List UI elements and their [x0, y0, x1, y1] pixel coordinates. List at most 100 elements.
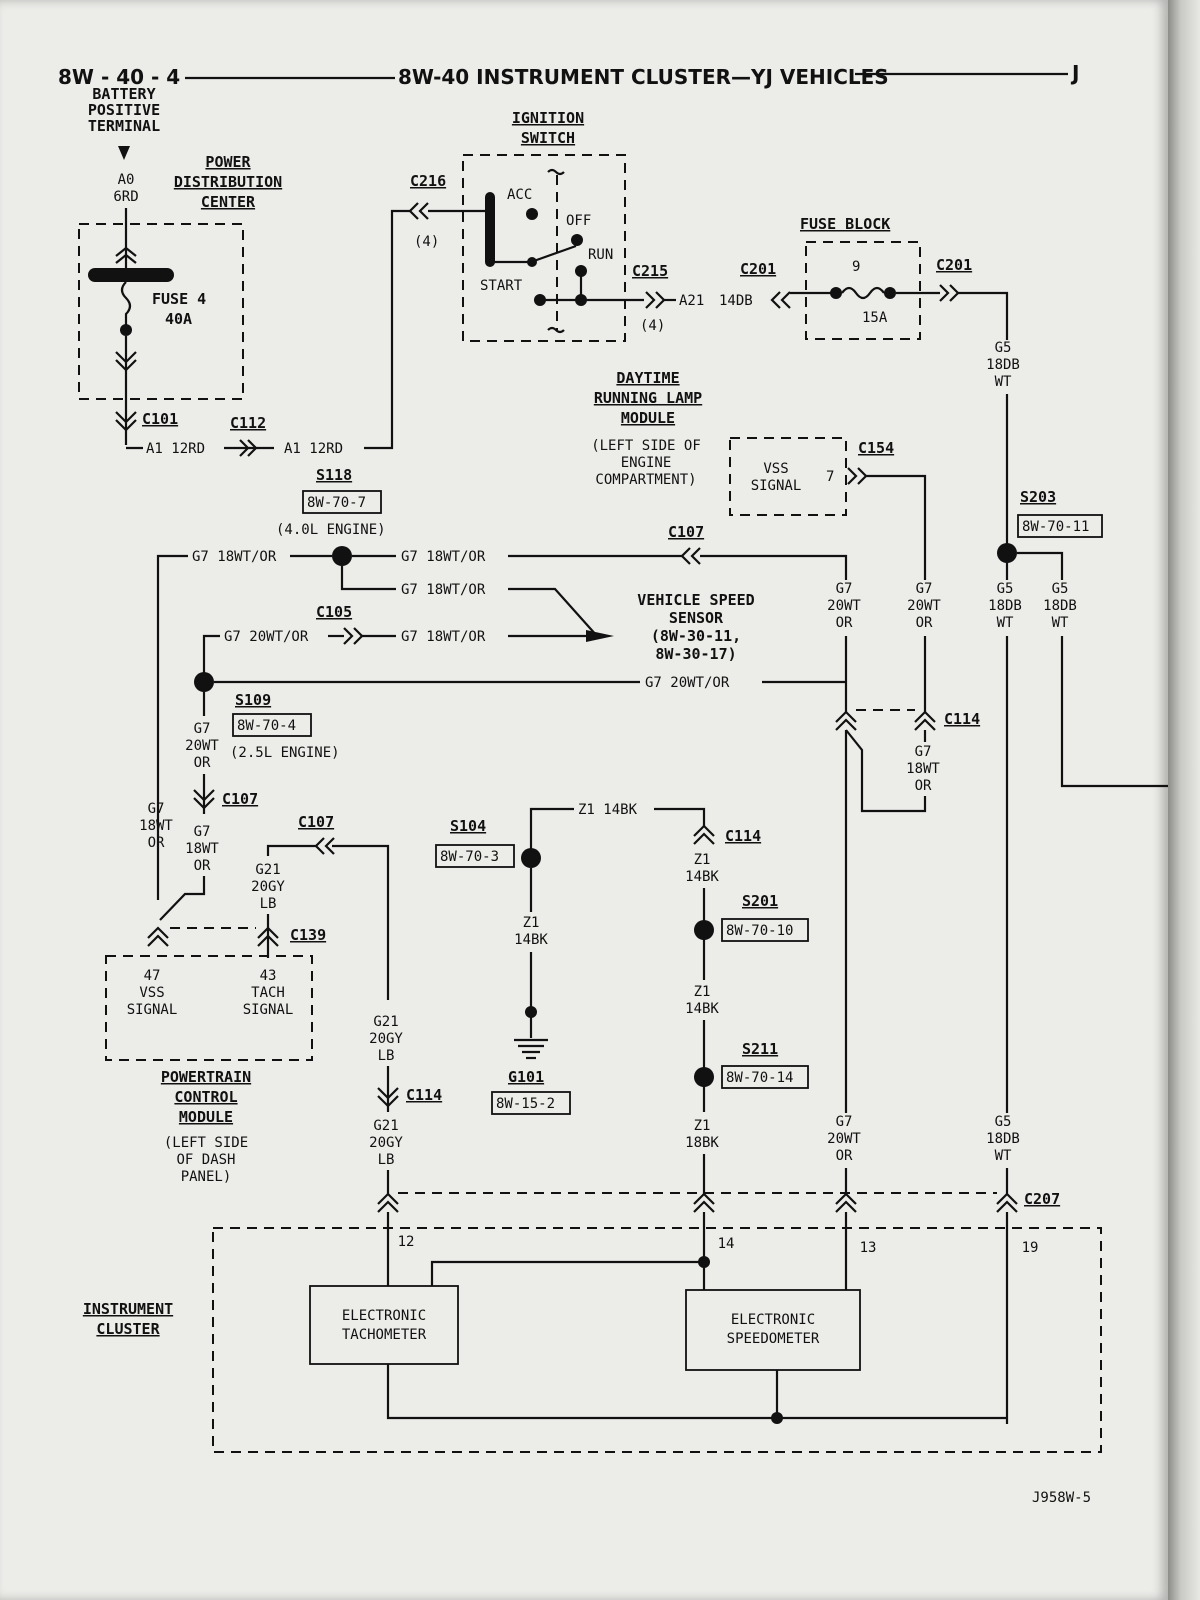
c114-z1-connector: [693, 824, 715, 845]
s118-label: S118: [316, 466, 352, 484]
svg-text:20WT: 20WT: [827, 598, 861, 614]
svg-text:18DB: 18DB: [1043, 598, 1077, 614]
page-edge: [1168, 0, 1200, 1600]
svg-text:G7: G7: [194, 824, 211, 840]
g7-c107-to-pcm: [159, 876, 206, 921]
g5-wire-label-top: G5 18DB WT: [986, 340, 1020, 390]
g21-pcm-wire-label: G21 20GY LB: [251, 862, 285, 912]
g5-branch-right: [1017, 551, 1064, 580]
c201-out-label: C201: [936, 256, 972, 274]
svg-text:INSTRUMENT: INSTRUMENT: [83, 1300, 173, 1318]
wire-g7-20-long: G7 20WT/OR: [645, 675, 730, 691]
c201-in-label: C201: [740, 260, 776, 278]
c215-label: C215: [632, 262, 668, 280]
svg-text:18DB: 18DB: [986, 1131, 1020, 1147]
c112-connector: [239, 439, 258, 457]
svg-text:G7: G7: [148, 801, 165, 817]
svg-text:POWERTRAIN: POWERTRAIN: [161, 1068, 251, 1086]
page-title: 8W-40 INSTRUMENT CLUSTER—YJ VEHICLES: [398, 65, 889, 89]
c101-label: C101: [142, 410, 178, 428]
g7-pcm-wire-left: [156, 554, 188, 900]
svg-text:OF DASH: OF DASH: [176, 1152, 235, 1168]
svg-text:LB: LB: [378, 1048, 395, 1064]
svg-text:Z1: Z1: [694, 984, 711, 1000]
speedometer-label-line1: ELECTRONIC: [731, 1312, 815, 1328]
g21-wire-label-bottom: G21 20GY LB: [369, 1118, 403, 1168]
c201-out-connector: [939, 284, 960, 302]
c201-in-connector: [770, 291, 791, 309]
c216-cavity: (4): [414, 234, 439, 250]
svg-text:WT: WT: [995, 374, 1012, 390]
svg-text:18WT: 18WT: [906, 761, 940, 777]
wire-g7-18-left: G7 18WT/OR: [192, 549, 277, 565]
wire-a1-left: A1 12RD: [146, 441, 205, 457]
pdc-out-connector: [115, 351, 137, 372]
svg-text:VEHICLE SPEED: VEHICLE SPEED: [637, 591, 754, 609]
wire-a21-gauge: 14DB: [719, 293, 753, 309]
svg-text:20WT: 20WT: [907, 598, 941, 614]
wire-g7-20-c105: G7 20WT/OR: [224, 629, 309, 645]
g21-wire-label-mid: G21 20GY LB: [369, 1014, 403, 1064]
svg-text:OR: OR: [148, 835, 165, 851]
svg-text:(LEFT SIDE OF: (LEFT SIDE OF: [591, 438, 701, 454]
ground-symbol: [514, 1038, 548, 1060]
z1-18-wire-label: Z1 18BK: [685, 1118, 719, 1151]
svg-text:18BK: 18BK: [685, 1135, 719, 1151]
c114-g7-cluster-connector: [835, 710, 857, 731]
pin14-to-tach: [430, 1260, 704, 1286]
fuse-block-outline: [805, 241, 921, 340]
c114-g7-drl-connector: [914, 710, 936, 731]
c105-connector: [343, 627, 364, 645]
g7-c107-wire-label: G7 18WT OR: [185, 824, 219, 874]
svg-text:18WT: 18WT: [185, 841, 219, 857]
svg-text:14BK: 14BK: [514, 932, 548, 948]
svg-text:POWER: POWER: [205, 153, 251, 171]
pcm-outline: [105, 955, 313, 1061]
pcm-location: (LEFT SIDE OF DASH PANEL): [164, 1135, 248, 1185]
svg-text:18DB: 18DB: [986, 357, 1020, 373]
cluster-pin-13: 13: [860, 1240, 877, 1256]
wire-z1-14: Z1 14BK: [578, 802, 638, 818]
c139-vss-connector: [147, 926, 169, 947]
svg-text:G21: G21: [373, 1118, 398, 1134]
svg-text:TERMINAL: TERMINAL: [88, 117, 160, 135]
svg-text:WT: WT: [995, 1148, 1012, 1164]
g5-wire-offpage: [1060, 636, 1168, 788]
fuse-9-in: [830, 287, 842, 299]
return-node: [771, 1412, 783, 1424]
g7-crossover-wire: [845, 729, 927, 813]
figure-id: J958W-5: [1032, 1490, 1091, 1506]
s104-ref: 8W-70-3: [440, 849, 499, 865]
pcm-pin-43: 43: [260, 968, 277, 984]
svg-text:LB: LB: [260, 896, 277, 912]
g7-drl-wire-label: G7 20WT OR: [907, 581, 941, 631]
page-ref: 8W - 40 - 4: [58, 65, 180, 89]
s118-note: (4.0L ENGINE): [276, 522, 386, 538]
g101-label: G101: [508, 1068, 544, 1086]
svg-text:20GY: 20GY: [369, 1135, 403, 1151]
c154-connector: [847, 467, 868, 485]
s211-splice: [694, 1067, 714, 1087]
s203-splice: [997, 543, 1017, 563]
c114-z1-label: C114: [725, 827, 761, 845]
s118-ref: 8W-70-7: [307, 495, 366, 511]
svg-text:14BK: 14BK: [685, 1001, 719, 1017]
g101-ref-box: [491, 1091, 571, 1115]
cluster-label: INSTRUMENT CLUSTER: [83, 1300, 173, 1338]
pdc-in-connector: [115, 246, 137, 264]
drl-vss-signal-line2: SIGNAL: [751, 478, 802, 494]
svg-text:PANEL): PANEL): [181, 1169, 232, 1185]
s104-label: S104: [450, 817, 486, 835]
s104-ref-box: [435, 844, 515, 868]
svg-text:POSITIVE: POSITIVE: [88, 101, 160, 119]
svg-text:BATTERY: BATTERY: [92, 85, 155, 103]
svg-text:G5: G5: [995, 1114, 1012, 1130]
fuse-4-rating: 40A: [165, 310, 192, 328]
svg-text:DISTRIBUTION: DISTRIBUTION: [174, 173, 282, 191]
acc-contact: [526, 208, 538, 220]
fuse-block-label: FUSE BLOCK: [800, 215, 890, 233]
z1-wire-top-left: [529, 807, 574, 850]
c139-label: C139: [290, 926, 326, 944]
s109-note: (2.5L ENGINE): [230, 745, 340, 761]
